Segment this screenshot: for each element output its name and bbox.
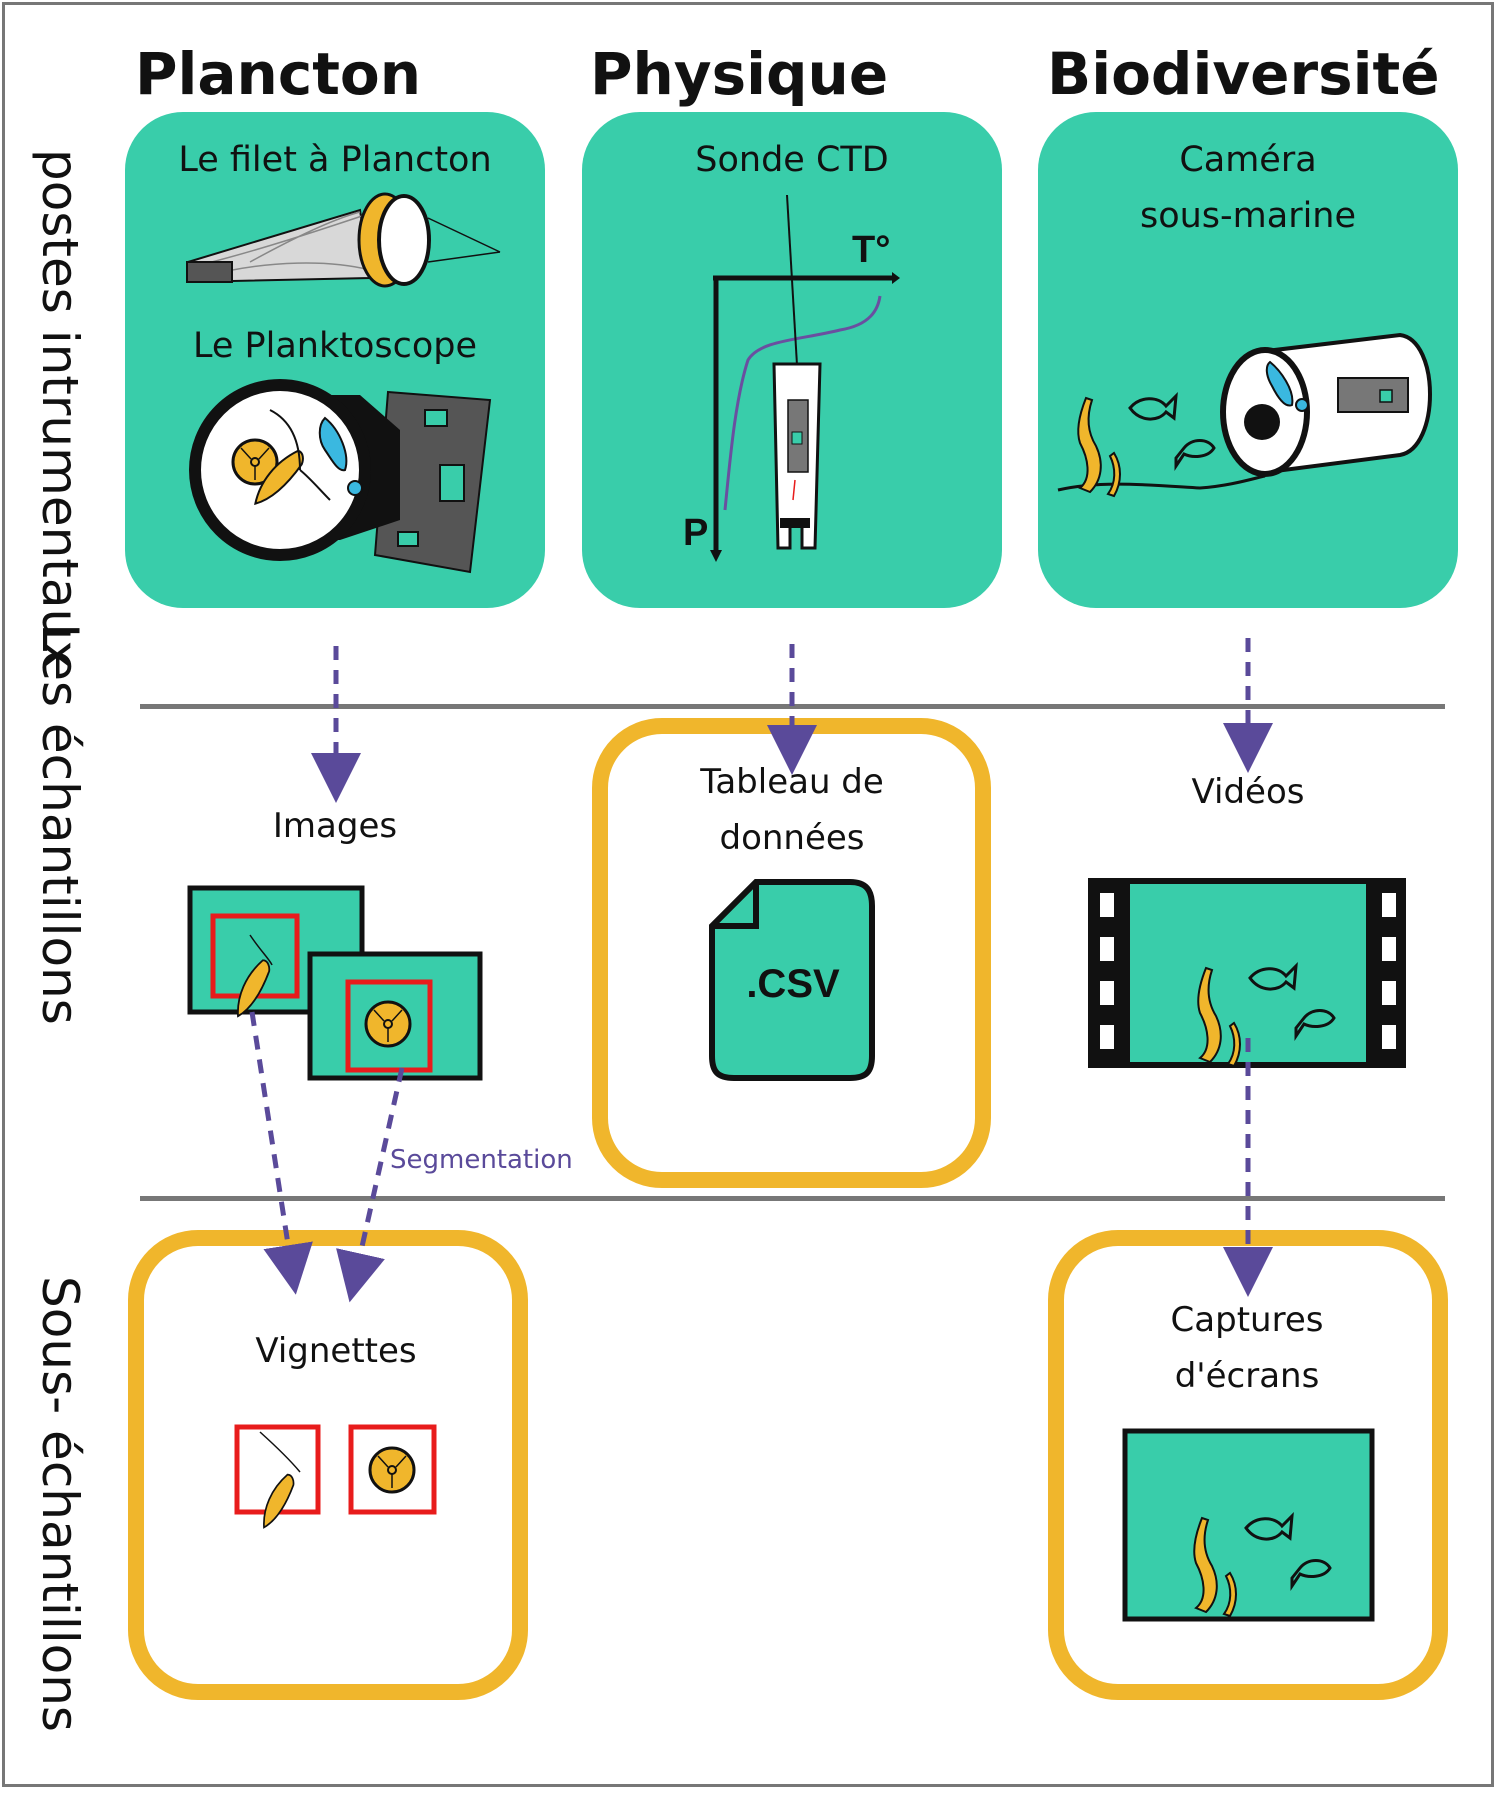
plankton-net-icon — [186, 192, 501, 288]
label-plankton-net: Le filet à Plancton — [178, 140, 492, 180]
divider-top — [140, 704, 1445, 709]
flow-arrows — [249, 638, 1273, 1303]
ctd-pressure-axis-label: P — [683, 512, 708, 554]
csv-label: .CSV — [746, 962, 840, 1006]
label-data-table-line1: Tableau de — [700, 762, 884, 802]
label-camera-line1: Caméra — [1179, 140, 1317, 180]
label-camera-line2: sous-marine — [1139, 196, 1357, 236]
film-strip-icon — [1088, 878, 1406, 1068]
ctd-temperature-axis-label: T° — [852, 229, 890, 271]
divider-bottom — [140, 1196, 1445, 1201]
label-images: Images — [272, 806, 398, 846]
column-title-biodiversity: Biodiversité — [1047, 40, 1440, 108]
ctd-probe-icon — [710, 194, 900, 562]
column-title-plankton: Plancton — [135, 40, 422, 108]
label-ctd: Sonde CTD — [695, 140, 889, 180]
label-captures-line2: d'écrans — [1174, 1356, 1320, 1396]
csv-file-icon — [709, 879, 875, 1081]
planktoscope-icon — [189, 379, 492, 574]
column-title-physics: Physique — [590, 40, 889, 108]
label-thumbnails: Vignettes — [255, 1331, 417, 1371]
screen-capture-icon — [1122, 1428, 1375, 1622]
label-segmentation: Segmentation — [390, 1145, 573, 1175]
box-thumbnails — [128, 1230, 528, 1700]
label-planktoscope: Le Planktoscope — [192, 326, 478, 366]
label-data-table-line2: données — [719, 818, 865, 858]
underwater-camera-icon — [1057, 332, 1432, 498]
images-icon — [187, 885, 483, 1081]
label-videos: Vidéos — [1191, 772, 1305, 812]
label-captures-line1: Captures — [1170, 1300, 1324, 1340]
thumbnails-icon — [234, 1424, 437, 1529]
